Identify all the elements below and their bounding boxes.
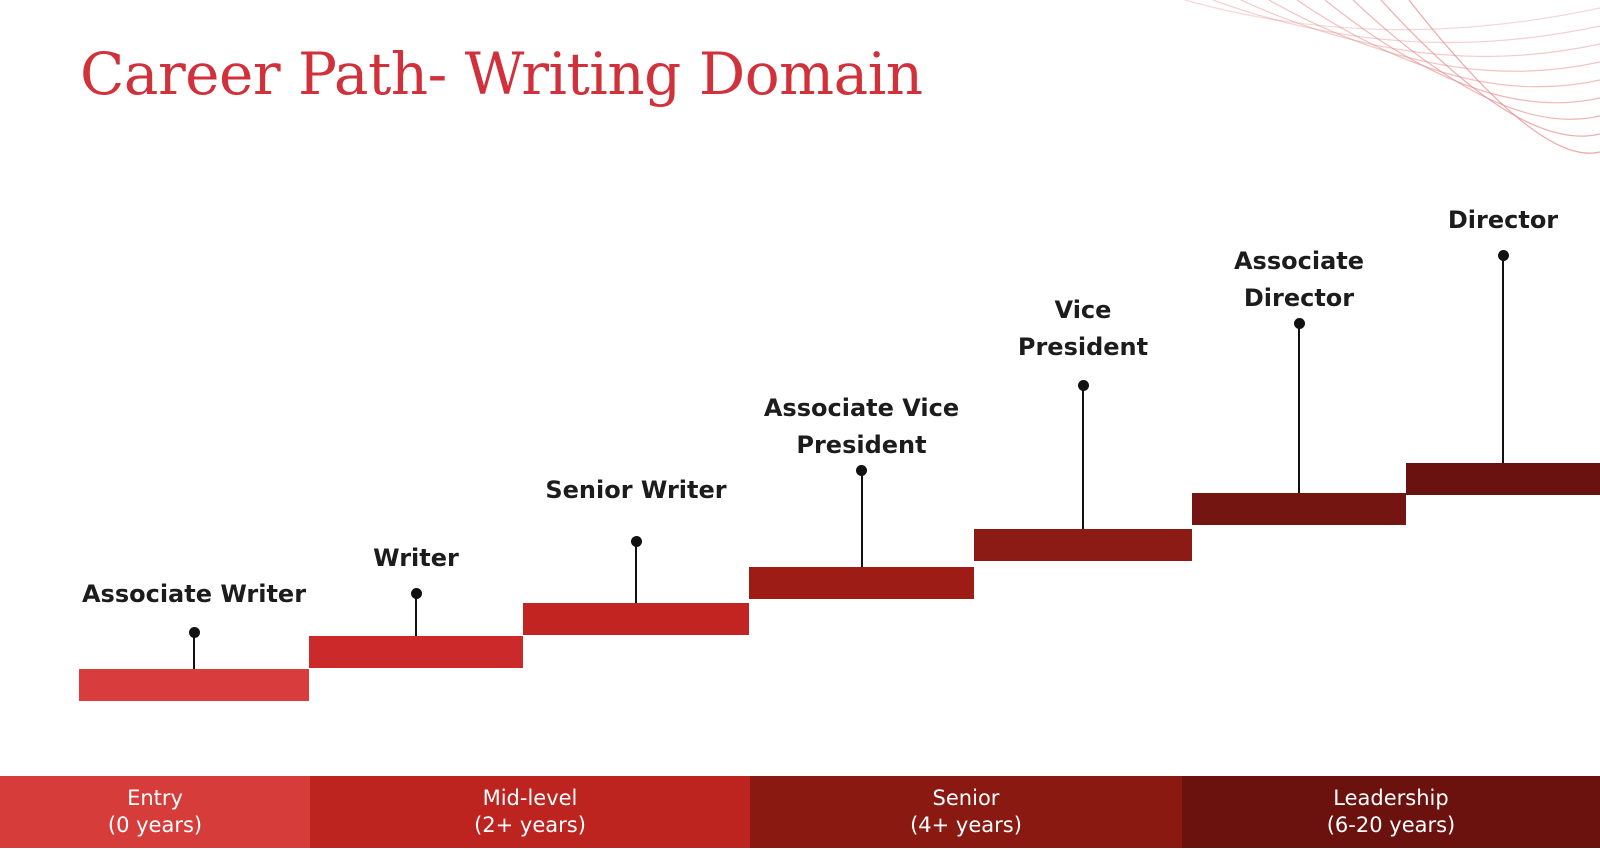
step-bar — [974, 529, 1192, 561]
decorative-arc-line — [1296, 0, 1600, 88]
step-label: Director — [1447, 206, 1559, 234]
step-bar — [523, 603, 749, 635]
decorative-arc-line — [1380, 0, 1600, 137]
step-bar — [79, 669, 309, 701]
step-stem — [1082, 385, 1084, 529]
step-stem — [635, 541, 637, 603]
band-name: Leadership — [1333, 786, 1449, 810]
band-mid-level: Mid-level (2+ years) — [310, 776, 750, 848]
step-stem — [415, 593, 417, 636]
band-years: (4+ years) — [910, 813, 1022, 837]
step-label: Associate Director — [1233, 247, 1365, 312]
step-label: Associate Vice President — [763, 394, 960, 459]
band-senior: Senior (4+ years) — [750, 776, 1182, 848]
step-marker-dot — [188, 626, 200, 638]
step-bar — [1406, 463, 1600, 495]
decorative-arc-line — [1352, 0, 1600, 120]
step-stem — [1502, 255, 1504, 463]
step-marker-dot — [856, 464, 867, 476]
step-stem — [193, 632, 195, 669]
decorative-arc-line — [1240, 0, 1600, 58]
step-label: Writer — [373, 544, 459, 572]
band-years: (0 years) — [107, 813, 203, 837]
decorative-arc-line — [1212, 0, 1600, 44]
step-bar — [309, 636, 523, 668]
band-years: (6-20 years) — [1326, 813, 1456, 837]
step-label: Vice President — [1017, 296, 1149, 361]
step-label: Senior Writer — [545, 476, 727, 504]
decorative-arc-line — [1324, 0, 1600, 104]
decorative-arc-line — [1408, 0, 1600, 154]
band-leadership: Leadership (6-20 years) — [1182, 776, 1600, 848]
band-name: Entry — [127, 786, 183, 810]
step-stem — [1298, 323, 1300, 493]
step-marker-dot — [630, 535, 642, 547]
decorative-arc-line — [1184, 0, 1600, 31]
step-marker-dot — [1293, 317, 1305, 329]
decorative-arc-line — [1268, 0, 1600, 72]
step-stem — [860, 470, 863, 567]
band-name: Mid-level — [482, 786, 578, 810]
step-marker-dot — [1077, 379, 1089, 391]
page-title: Career Path- Writing Domain — [80, 40, 923, 108]
band-years: (2+ years) — [474, 813, 586, 837]
step-marker-dot — [410, 587, 422, 599]
step-label: Associate Writer — [81, 580, 307, 608]
band-entry: Entry (0 years) — [0, 776, 310, 848]
step-bar — [1192, 493, 1406, 525]
band-name: Senior — [932, 786, 1000, 810]
step-bar — [749, 567, 974, 599]
step-marker-dot — [1497, 249, 1509, 261]
